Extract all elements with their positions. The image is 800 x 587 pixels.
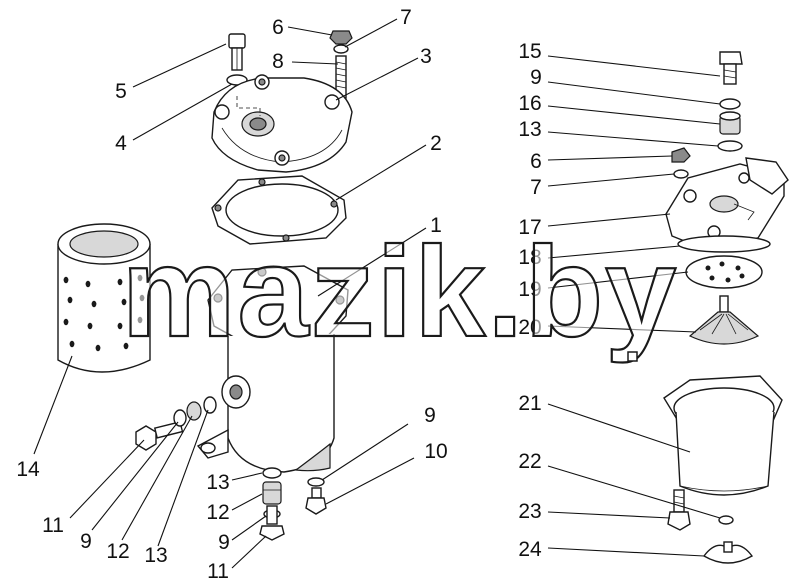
- label-part-4: 4: [115, 132, 127, 155]
- label-part-8: 8: [272, 50, 284, 73]
- label-part-12-bottom: 12: [206, 501, 229, 524]
- part-1-housing: [196, 265, 349, 473]
- label-part-20: 20: [518, 316, 541, 339]
- label-part-21: 21: [518, 392, 541, 415]
- part-19-disc: [685, 255, 763, 289]
- part-6-nut: [329, 30, 353, 45]
- label-part-3: 3: [420, 45, 432, 68]
- label-part-9: 9: [80, 530, 92, 553]
- label-part-1: 1: [430, 214, 442, 237]
- part-5-bolt: [228, 33, 246, 71]
- label-part-6: 6: [272, 16, 284, 39]
- label-part-13: 13: [144, 544, 167, 567]
- label-part-14: 14: [16, 458, 40, 481]
- watermark-text: mazik.by: [122, 221, 679, 364]
- part-16-spacer: [719, 111, 741, 135]
- label-part-9-drain: 9: [424, 404, 436, 427]
- label-part-17: 17: [518, 216, 541, 239]
- label-part-6-right: 6: [530, 150, 542, 173]
- label-part-13-top: 13: [518, 118, 541, 141]
- part-9-side-washer: [173, 409, 187, 427]
- part-9-drain-washer: [307, 477, 325, 487]
- part-number-labels: 5 6 7 8 3 4 2 1 14 11 9 12 13 13 12 9 11…: [16, 6, 542, 583]
- part-15-bolt: [719, 51, 743, 85]
- part-13-top-washer: [717, 140, 743, 152]
- label-part-22: 22: [518, 450, 541, 473]
- label-part-15: 15: [518, 40, 541, 63]
- part-9-top-washer: [719, 98, 741, 110]
- label-part-16: 16: [518, 92, 541, 115]
- part-14-filter-element: [57, 223, 151, 373]
- part-18-gasket-ring: [677, 235, 771, 253]
- part-23-bolt: [667, 489, 691, 531]
- part-21-bowl: [663, 375, 783, 496]
- label-part-9-top: 9: [530, 66, 542, 89]
- label-part-7-right: 7: [530, 176, 542, 199]
- part-17-filter-head: [665, 157, 789, 249]
- part-20-cone: [688, 295, 760, 345]
- leader-lines: [33, 18, 721, 569]
- part-13-side-washer: [203, 396, 217, 414]
- part-12-side-fitting: [186, 401, 202, 421]
- label-part-11-bottom: 11: [207, 560, 229, 583]
- part-13-bottom-washer: [262, 467, 282, 479]
- label-part-11: 11: [42, 514, 64, 537]
- part-3-cover: [211, 74, 353, 173]
- part-24-wing-bolt: [702, 541, 754, 564]
- label-part-12: 12: [106, 540, 129, 563]
- label-part-9-bottom: 9: [218, 531, 230, 554]
- part-7-washer: [333, 44, 349, 54]
- label-part-10: 10: [424, 440, 447, 463]
- label-part-23: 23: [518, 500, 541, 523]
- part-7-right-washer: [673, 169, 689, 179]
- part-11-bottom-bolt: [259, 505, 285, 541]
- part-12-bottom-fitting: [262, 481, 282, 505]
- part-6-right-nut: [671, 147, 691, 163]
- part-22-washer: [718, 515, 734, 525]
- label-part-24: 24: [518, 538, 542, 561]
- label-part-19: 19: [518, 278, 541, 301]
- watermark-dot-mark: [627, 351, 638, 362]
- label-part-7: 7: [400, 6, 412, 29]
- label-part-18: 18: [518, 246, 541, 269]
- label-part-13-bottom: 13: [206, 471, 229, 494]
- label-part-2: 2: [430, 132, 442, 155]
- part-2-gasket: [211, 175, 347, 245]
- part-10-drain-plug: [305, 487, 327, 515]
- label-part-5: 5: [115, 80, 127, 103]
